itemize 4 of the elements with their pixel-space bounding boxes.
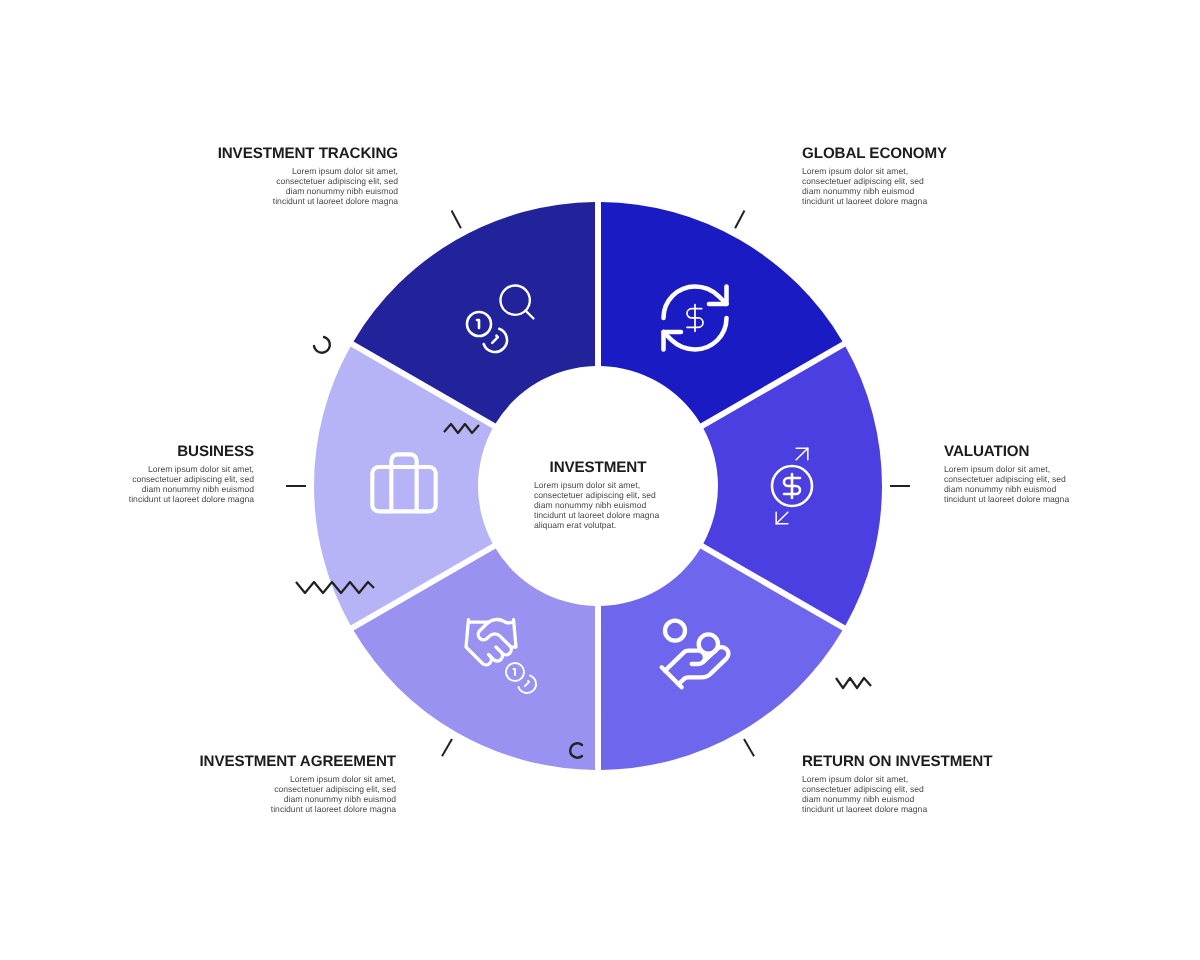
pie-segment	[702, 346, 882, 626]
pie-segment	[314, 346, 494, 626]
pie-segment	[600, 202, 844, 424]
pie-segment	[352, 202, 596, 424]
